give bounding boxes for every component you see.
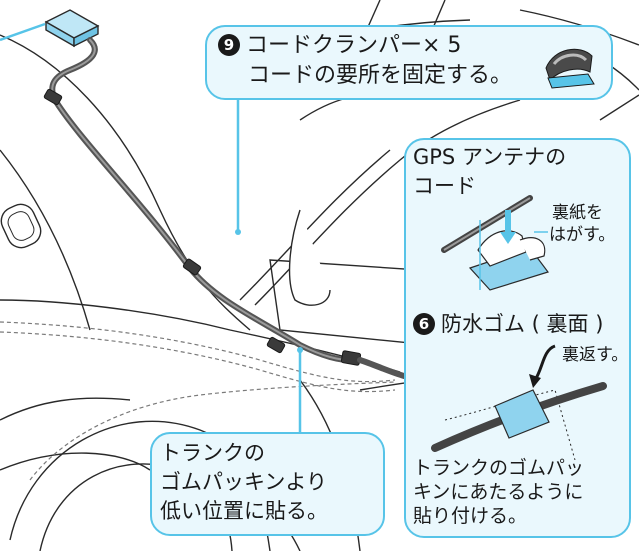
trunk-hinge bbox=[288, 209, 331, 306]
trunk-note-callout bbox=[150, 432, 385, 536]
step-number-badge-rubber: 6 bbox=[413, 313, 435, 335]
gps-heading-line2: コード bbox=[413, 174, 476, 198]
flip-label: 裏返す。 bbox=[562, 345, 629, 365]
trunk-note-line1: トランクの bbox=[160, 441, 265, 465]
cord-clamper-description: コードの要所を固定する。 bbox=[248, 63, 513, 88]
cord-clamper-callout bbox=[205, 25, 613, 100]
cord-clamps bbox=[43, 88, 362, 366]
gps-heading-line1: GPS アンテナの bbox=[413, 145, 567, 169]
trunk-rubber-line3: 貼り付ける。 bbox=[413, 505, 528, 527]
peel-label-line1: 裏紙を bbox=[552, 203, 603, 223]
gps-antenna bbox=[44, 9, 100, 48]
cord-clamper-icon bbox=[545, 48, 595, 89]
trunk-note-line3: 低い位置に貼る。 bbox=[160, 499, 328, 523]
emblem-outline bbox=[0, 203, 42, 249]
trunk-rubber-line1: トランクのゴムパッ bbox=[413, 457, 585, 479]
rubber-on-cable-icon bbox=[431, 344, 607, 460]
peel-label-line2: はがす。 bbox=[549, 225, 616, 245]
trunk-rubber-line2: キンにあたるように bbox=[413, 481, 584, 503]
step-number-badge: 9 bbox=[218, 34, 240, 56]
trunk-seam bbox=[0, 321, 396, 481]
rubber-pad-peel-icon bbox=[441, 195, 549, 291]
trunk-note-line2: ゴムパッキンより bbox=[160, 470, 327, 494]
